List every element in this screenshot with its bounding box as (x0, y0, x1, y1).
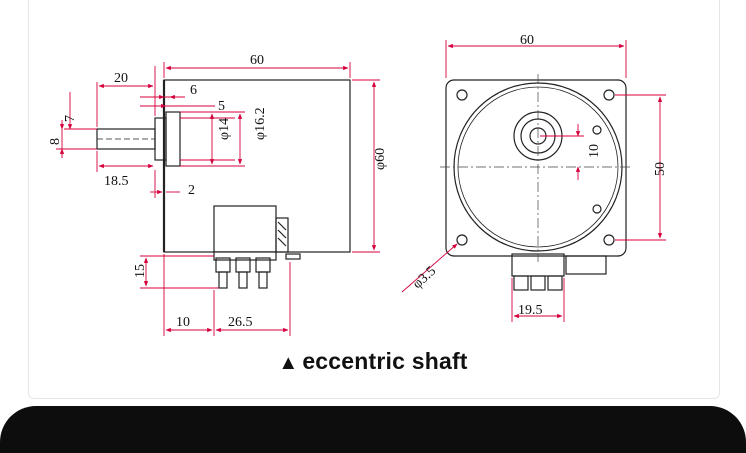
front-view (445, 79, 627, 291)
front-view-centerlines (440, 74, 632, 262)
dim-terminal-offset: 10 (176, 315, 190, 330)
front-view-labels: 60 50 10 φ3.5 19.5 (410, 33, 668, 318)
caption-marker: ▲ (278, 352, 299, 374)
dim-eccentricity: 10 (587, 144, 602, 158)
terminal-pin-2 (238, 271, 248, 289)
terminal-box (213, 205, 277, 253)
caption: ▲eccentric shaft (0, 348, 746, 375)
dim-front-width: 60 (520, 33, 534, 48)
side-view-dimensions (56, 62, 380, 336)
dim-shaft-offset: 7 (63, 115, 78, 122)
side-view-labels: 60 20 6 5 7 8 18.5 φ14 φ16.2 φ60 2 15 10… (48, 53, 388, 330)
shaft-boss (165, 111, 181, 167)
dim-plate: 2 (188, 183, 195, 198)
caption-text: eccentric shaft (302, 348, 468, 374)
dim-boss-large: φ16.2 (253, 107, 268, 140)
terminal-pin-3 (258, 271, 268, 289)
dim-body-width: 60 (250, 53, 264, 68)
terminal-clip (275, 217, 289, 253)
dim-shaft-exposed: 18.5 (104, 174, 129, 189)
dim-hole-spacing: 50 (653, 162, 668, 176)
dim-body-height: φ60 (373, 148, 388, 170)
dim-flange-step: 6 (190, 83, 197, 98)
dim-terminal-height: 15 (133, 264, 148, 278)
dim-shaft-length: 20 (114, 71, 128, 86)
dim-boss-small: φ14 (217, 118, 232, 140)
dim-flange-depth: 5 (218, 99, 225, 114)
front-view-dimensions (401, 40, 666, 322)
front-plate (445, 79, 627, 257)
dim-shaft-diameter: 8 (48, 138, 63, 145)
dim-terminal-width-front: 19.5 (518, 303, 543, 318)
terminal-pin-1 (218, 271, 228, 289)
dim-hole-diameter: φ3.5 (410, 264, 439, 292)
mounting-holes (456, 89, 615, 246)
dim-terminal-width: 26.5 (228, 315, 253, 330)
bottom-bar (0, 406, 746, 453)
